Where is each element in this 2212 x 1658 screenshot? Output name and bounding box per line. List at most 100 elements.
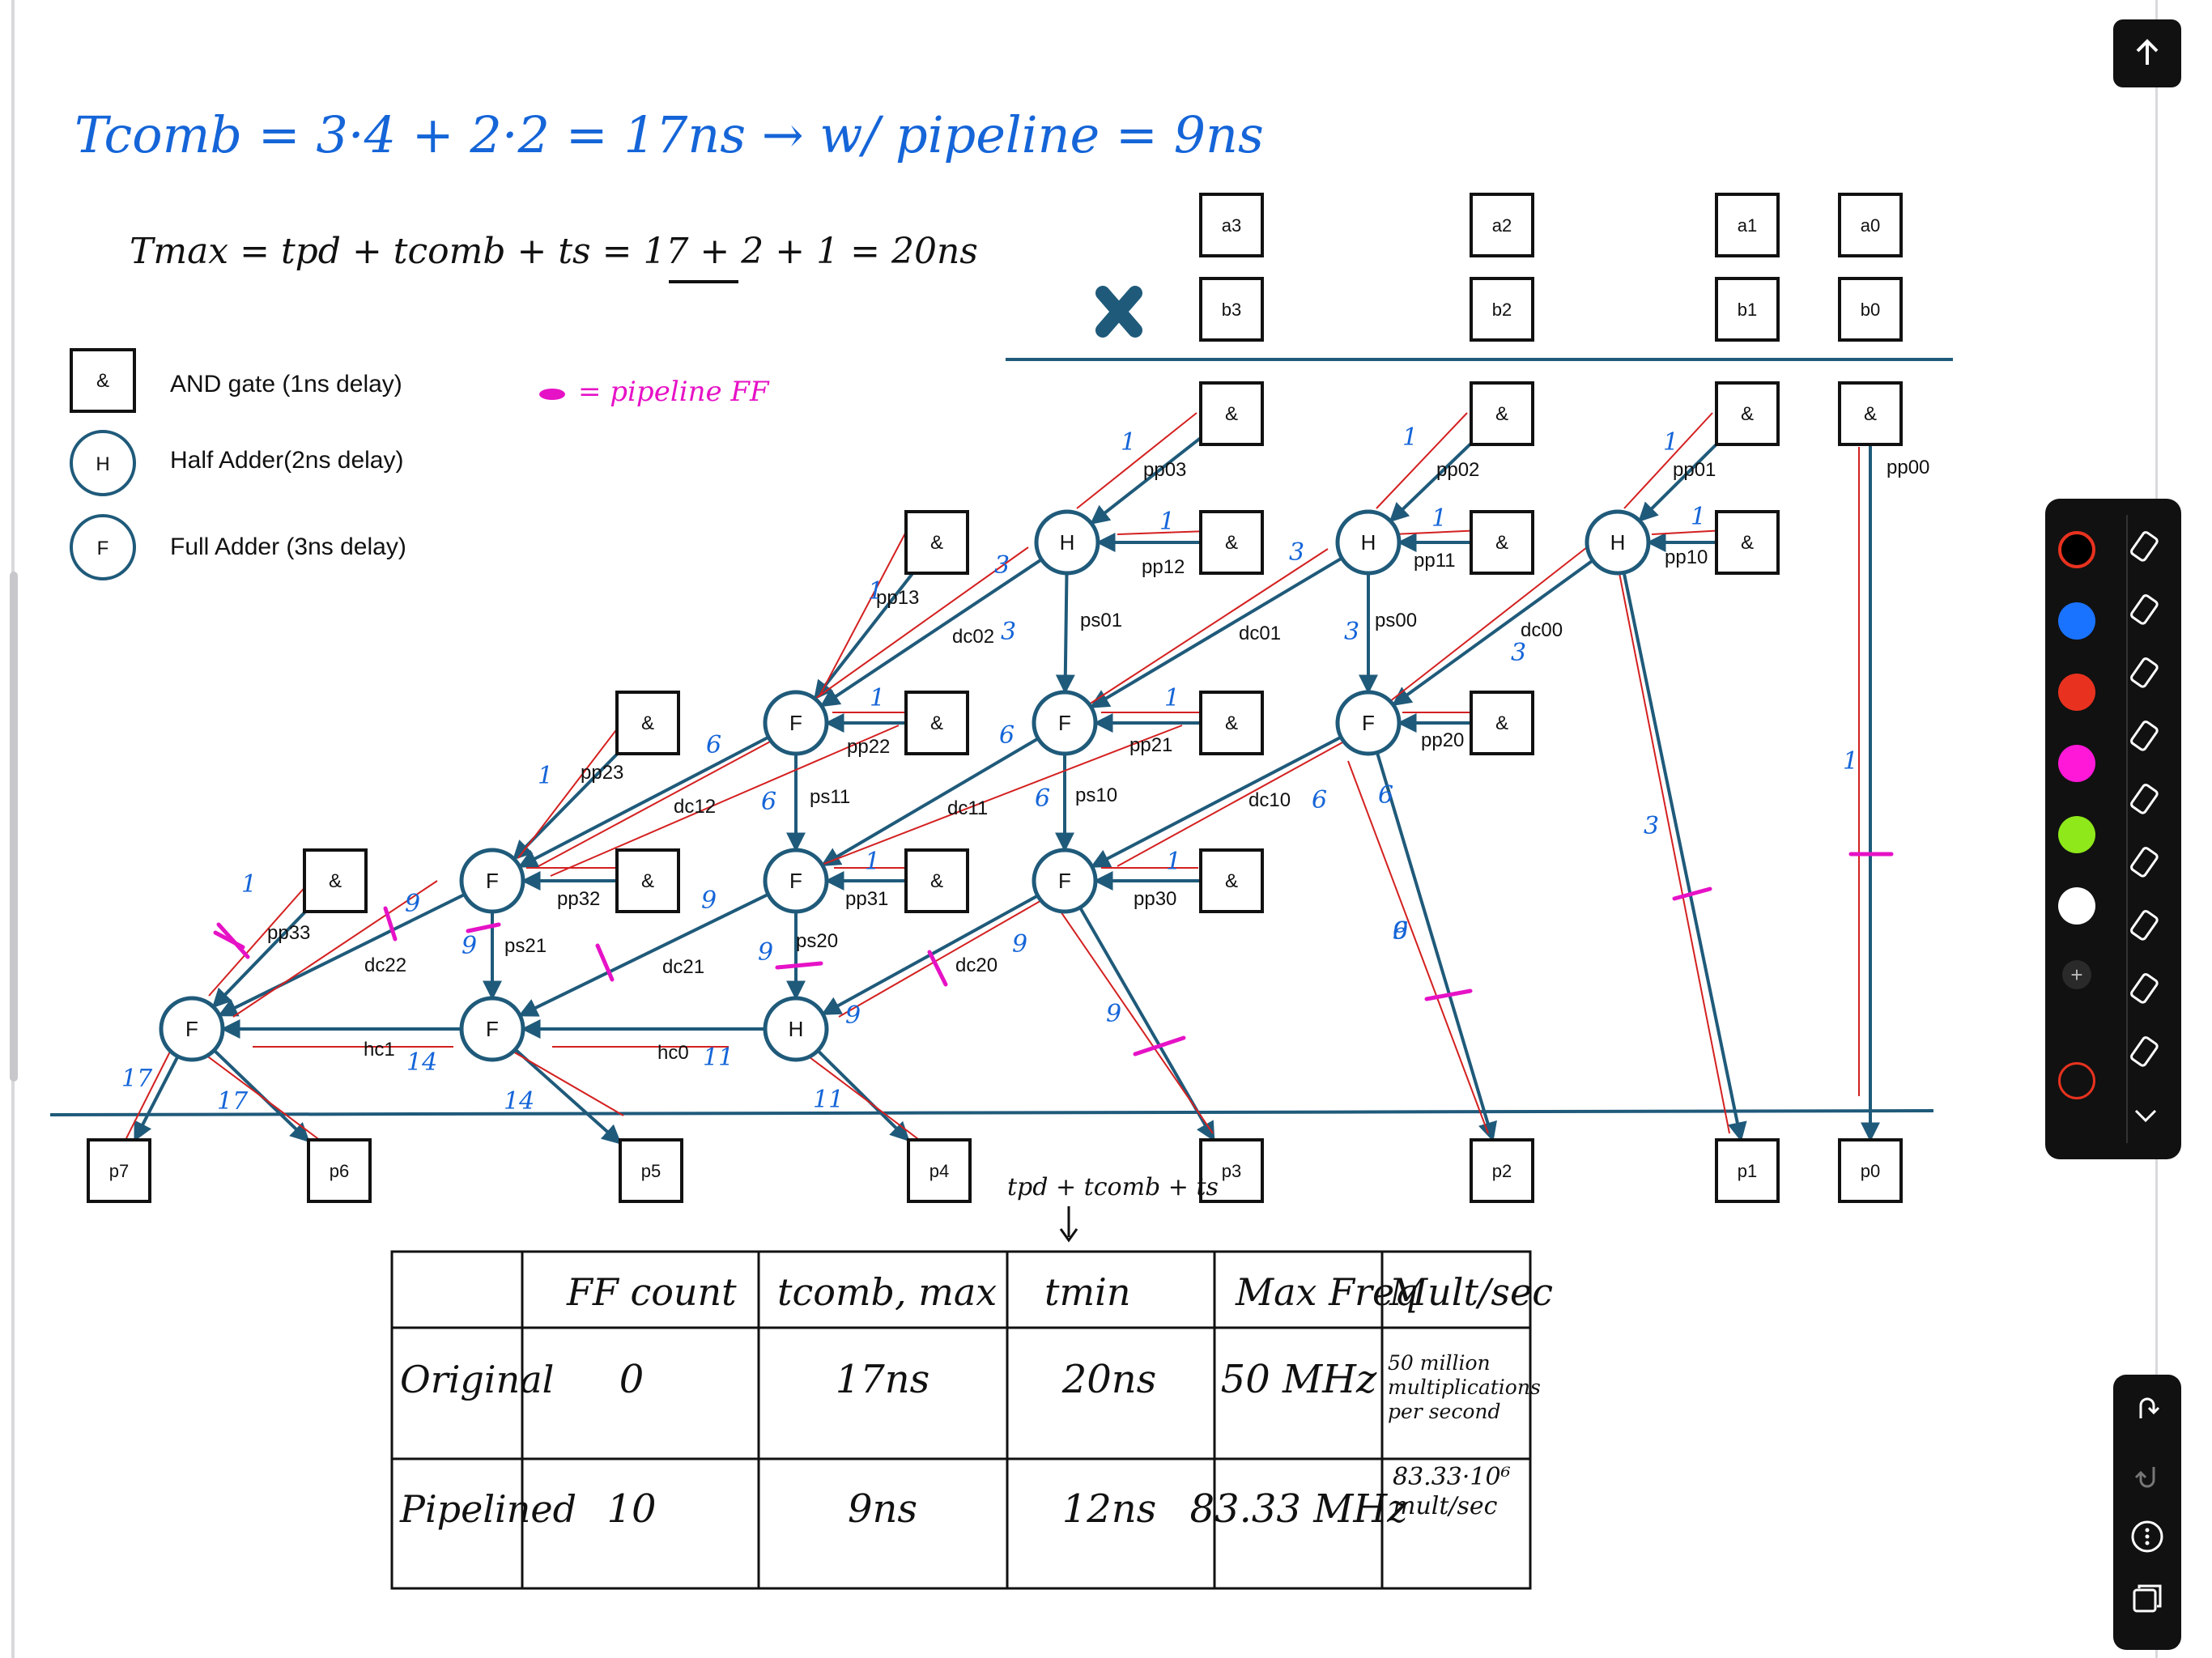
delay-mark: 1 [870, 684, 885, 712]
full-adder-symbol: F [789, 869, 802, 893]
delay-mark: 9 [462, 932, 477, 960]
delay-trace [817, 725, 1183, 867]
palette-separator [2126, 515, 2128, 1143]
delay-mark: 9 [405, 890, 420, 918]
eraser-icon[interactable] [2123, 714, 2168, 759]
output-p2 [1470, 1138, 1534, 1203]
chevron-down-icon-glyph [2134, 1109, 2157, 1123]
delay-mark: 3 [1511, 639, 1526, 667]
table-column-annotation: tpd + tcomb + ts [1007, 1173, 1219, 1201]
and-gate-symbol: & [930, 712, 943, 734]
half-adder [763, 996, 829, 1062]
table-header: tcomb, max [777, 1270, 997, 1314]
pipeline-ff-mark [927, 950, 948, 987]
input-a1 [1715, 193, 1780, 257]
table-cell: 9ns [848, 1486, 917, 1532]
wire [517, 892, 769, 1018]
table-row-label: Original [400, 1358, 554, 1401]
delay-mark: 9 [758, 938, 773, 967]
input-label-b0: b0 [1861, 300, 1880, 320]
legend-and-box [70, 348, 136, 413]
delay-mark: 6 [1035, 784, 1050, 813]
and-gate-symbol: & [1741, 403, 1754, 425]
pipeline-ff-mark [1424, 988, 1473, 1001]
full-adder-symbol: F [789, 711, 802, 735]
image-icon[interactable] [2123, 903, 2168, 949]
undo-icon[interactable] [2131, 1459, 2163, 1491]
table-header: tmin [1044, 1270, 1130, 1314]
wire-label-pp21: pp21 [1129, 734, 1172, 756]
half-adder [1034, 509, 1100, 576]
and-gate [1838, 381, 1903, 446]
input-b2 [1470, 277, 1534, 342]
full-adder [763, 848, 829, 914]
and-gate [1199, 691, 1264, 755]
stroke-size-selector[interactable] [2058, 1062, 2095, 1099]
full-adder [1335, 690, 1402, 756]
delay-trace [121, 1048, 172, 1149]
hand-icon-glyph [2130, 1036, 2159, 1067]
delay-mark: 1 [538, 762, 553, 790]
table-header: FF count [566, 1270, 737, 1314]
wire-label-dc21: dc21 [662, 956, 704, 978]
pipeline-ff-mark [595, 943, 615, 982]
delay-trace [538, 739, 774, 867]
wire [1375, 751, 1497, 1142]
hand-icon[interactable] [2123, 1030, 2168, 1075]
color-swatch[interactable] [2058, 602, 2095, 640]
output-label-p0: p0 [1861, 1161, 1880, 1181]
color-swatch[interactable] [2058, 745, 2095, 782]
wire-label-ps21: ps21 [504, 935, 547, 957]
share-button[interactable] [2113, 19, 2181, 87]
delay-trace [1088, 548, 1329, 705]
delay-mark: 11 [703, 1044, 734, 1072]
redo-icon[interactable] [2131, 1394, 2163, 1426]
legend-and-symbol: & [96, 370, 109, 392]
wire-label-pp32: pp32 [557, 888, 600, 910]
pages-icon[interactable] [2129, 1582, 2165, 1618]
input-a2 [1470, 193, 1534, 257]
add-color-button[interactable]: + [2062, 960, 2091, 989]
wire-label-dc02: dc02 [952, 626, 994, 648]
color-swatch[interactable] [2058, 674, 2095, 711]
delay-trace [809, 1056, 922, 1142]
wire-label-ps10: ps10 [1075, 784, 1117, 806]
text-tool-icon[interactable] [2123, 777, 2168, 823]
delay-mark: 3 [1344, 618, 1359, 646]
delay-trace [1619, 572, 1730, 1134]
marker-icon-glyph [2130, 594, 2159, 625]
delay-trace [809, 546, 1029, 704]
delay-mark: 3 [1644, 812, 1659, 840]
delay-mark: 9 [1012, 930, 1027, 959]
table-cell: 50 MHz [1221, 1357, 1377, 1402]
color-swatch[interactable] [2058, 816, 2095, 853]
wire [1622, 572, 1747, 1142]
bottom-toolbar [2113, 1375, 2181, 1650]
table-cell: 20ns [1061, 1357, 1157, 1402]
full-adder-symbol: F [486, 869, 499, 893]
scroll-thumb[interactable] [10, 572, 18, 1082]
delay-mark: 1 [1691, 503, 1706, 531]
color-swatch[interactable] [2058, 887, 2095, 925]
delay-trace [1347, 760, 1489, 1134]
wire-label-dc11: dc11 [947, 797, 988, 819]
pipeline-ff-marks [213, 852, 1894, 1056]
full-adder-symbol: F [1058, 711, 1071, 735]
more-options-icon[interactable] [2129, 1519, 2165, 1554]
chevron-down-icon[interactable] [2123, 1093, 2168, 1138]
and-gate [615, 848, 680, 913]
lasso-icon[interactable] [2123, 840, 2168, 886]
highlighter-icon[interactable] [2123, 651, 2168, 696]
output-label-p4: p4 [929, 1161, 949, 1181]
shapes-icon[interactable] [2123, 967, 2168, 1012]
wire-label-pp33: pp33 [267, 922, 310, 944]
pen-icon[interactable] [2123, 525, 2168, 570]
delay-mark: 6 [1378, 781, 1393, 810]
and-gate [1199, 381, 1264, 446]
marker-icon[interactable] [2123, 588, 2168, 633]
color-swatch-black-selected[interactable] [2058, 531, 2095, 568]
wire-label-pp22: pp22 [847, 736, 890, 758]
